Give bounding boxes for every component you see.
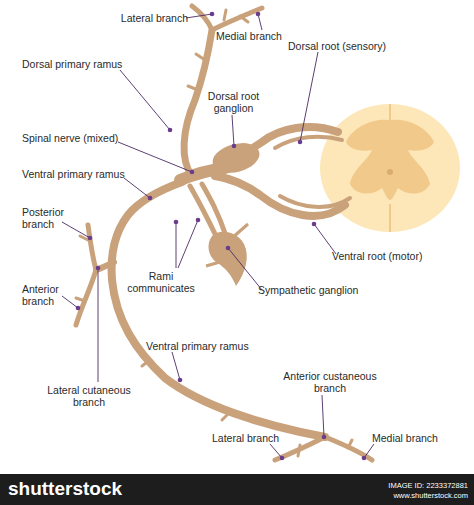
branch-label: Anterior branch: [22, 283, 77, 307]
ramus-label: Ventral primary ramus: [22, 168, 152, 180]
watermark: IMAGE ID: 2233372881: [300, 481, 468, 490]
root-label: Dorsal root (sensory): [288, 40, 418, 52]
branch-label: Medial branch: [216, 30, 296, 42]
gray-matter: [346, 120, 434, 200]
ganglion-label: Dorsal root ganglion: [196, 90, 271, 114]
ramus-label: Dorsal primary ramus: [22, 58, 152, 70]
ganglion-label: Sympathetic ganglion: [258, 284, 388, 296]
ramus-label: Ventral primary ramus: [146, 340, 286, 352]
branch-label: Lateral branch: [212, 432, 292, 444]
central-canal: [387, 169, 393, 175]
spinal-cord: [320, 104, 460, 232]
ganglion-branches: [206, 224, 248, 266]
branch-label: Anterior custaneous branch: [280, 370, 380, 394]
sympathetic-ganglion: [209, 232, 247, 286]
branch-label: Posterior branch: [22, 206, 77, 230]
branch-label: Lateral cutaneous branch: [34, 384, 144, 408]
dorsal-root-ganglion: [209, 138, 263, 177]
median-fissure: [389, 104, 391, 232]
rami-label: Rami communicates: [126, 270, 196, 294]
nerve-label: Spinal nerve (mixed): [22, 132, 152, 144]
branch-label: Lateral branch: [108, 12, 188, 24]
branch-label: Medial branch: [372, 432, 452, 444]
watermark: www.shutterstock.com: [300, 491, 468, 500]
root-label: Ventral root (motor): [332, 250, 462, 262]
watermark: shutterstock: [8, 478, 158, 500]
